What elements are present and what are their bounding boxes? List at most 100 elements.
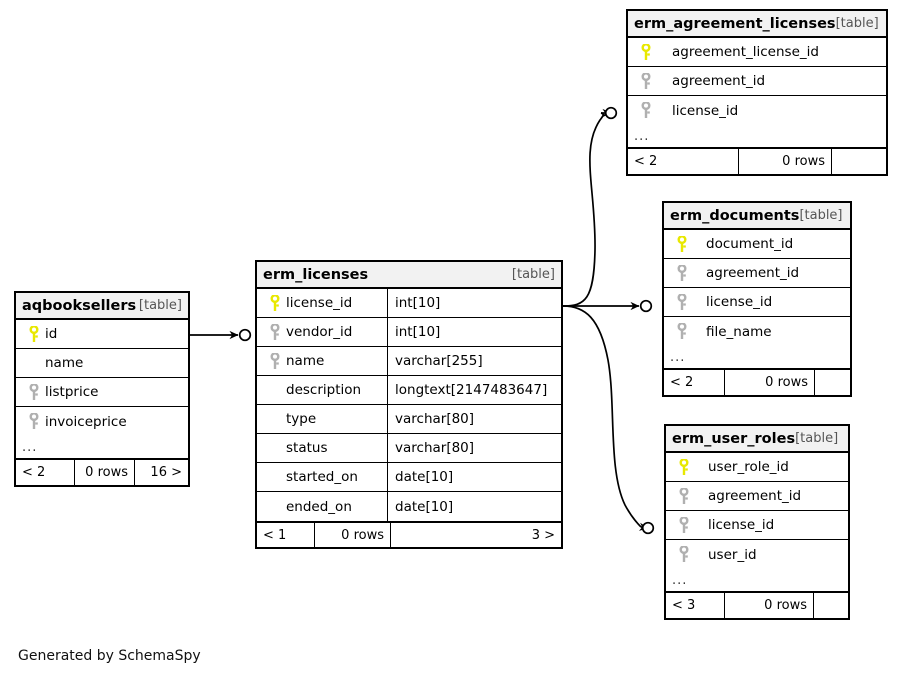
column-name: listprice (45, 384, 99, 400)
foreign-key-icon (264, 352, 286, 370)
table-erm-licenses[interactable]: erm_licenses [table] license_id int[10] … (255, 260, 563, 549)
table-row[interactable]: file_name (664, 317, 850, 346)
column-name: description (286, 382, 362, 398)
table-row[interactable]: agreement_id (664, 259, 850, 288)
table-row[interactable]: agreement_id (628, 67, 886, 96)
table-row[interactable]: type varchar[80] (257, 405, 561, 434)
table-title: erm_agreement_licenses (634, 15, 836, 32)
column-list: user_role_id agreement_id license_id (666, 453, 848, 569)
table-erm-documents[interactable]: erm_documents [table] document_id agreem… (662, 201, 852, 397)
table-row[interactable]: agreement_license_id (628, 38, 886, 67)
column-name: document_id (706, 236, 794, 252)
footer-row-count: 0 rows (724, 593, 813, 618)
column-name: license_id (672, 102, 739, 119)
table-row[interactable]: name varchar[255] (257, 347, 561, 376)
column-name: agreement_license_id (672, 44, 819, 60)
table-kind-label: [table] (138, 298, 182, 313)
table-row[interactable]: license_id (666, 511, 848, 540)
foreign-key-icon (635, 72, 657, 90)
table-title: aqbooksellers (22, 297, 137, 314)
footer-children-count[interactable]: 16 > (134, 460, 188, 485)
footer-row-count: 0 rows (314, 523, 390, 547)
footer-children-count[interactable] (814, 370, 850, 395)
table-row[interactable]: id (16, 320, 188, 349)
table-kind-label: [table] (835, 16, 879, 31)
primary-key-icon (264, 294, 286, 312)
footer-parents-count[interactable]: < 3 (672, 598, 696, 613)
column-type: varchar[80] (395, 440, 475, 456)
column-type: int[10] (395, 324, 441, 340)
edge-aqbooksellers-to-erm-licenses (190, 328, 252, 342)
table-footer: < 2 0 rows 16 > (16, 459, 188, 485)
table-row[interactable]: user_role_id (666, 453, 848, 482)
footer-parents-count[interactable]: < 2 (22, 465, 46, 480)
column-name: vendor_id (286, 324, 353, 340)
edge-erm-licenses-to-erm-documents (563, 299, 653, 313)
table-erm-user-roles[interactable]: erm_user_roles [table] user_role_id agre… (664, 424, 850, 620)
table-erm-agreement-licenses[interactable]: erm_agreement_licenses [table] agreement… (626, 9, 888, 176)
table-header: erm_documents [table] (664, 203, 850, 230)
table-title: erm_documents (670, 207, 800, 224)
table-header: aqbooksellers [table] (16, 293, 188, 320)
column-list: license_id int[10] vendor_id int[10] nam… (257, 289, 561, 521)
column-name: file_name (706, 323, 772, 340)
more-columns-indicator: ... (666, 569, 848, 592)
table-kind-label: [table] (795, 431, 839, 446)
table-footer: < 3 0 rows (666, 592, 848, 618)
table-kind-label: [table] (799, 208, 843, 223)
table-row[interactable]: agreement_id (666, 482, 848, 511)
footer-parents-count[interactable]: < 2 (670, 375, 694, 390)
table-kind-label: [table] (511, 267, 555, 282)
table-row[interactable]: invoiceprice (16, 407, 188, 436)
column-name: license_id (708, 517, 775, 533)
column-name: status (286, 440, 328, 456)
table-row[interactable]: started_on date[10] (257, 463, 561, 492)
column-type: date[10] (395, 498, 454, 515)
edge-erm-licenses-to-erm-user-roles (562, 305, 655, 535)
table-row[interactable]: status varchar[80] (257, 434, 561, 463)
footer-row-count: 0 rows (738, 149, 831, 174)
table-title: erm_user_roles (672, 430, 796, 447)
primary-key-icon (23, 325, 45, 343)
foreign-key-icon (673, 487, 695, 505)
foreign-key-icon (264, 323, 286, 341)
no-key-icon (23, 354, 45, 372)
foreign-key-icon (23, 413, 45, 431)
footer-children-count[interactable]: 3 > (390, 523, 561, 547)
table-row[interactable]: vendor_id int[10] (257, 318, 561, 347)
no-key-icon (264, 439, 286, 457)
footer-parents-count[interactable]: < 1 (263, 527, 287, 543)
foreign-key-icon (671, 264, 693, 282)
table-row[interactable]: license_id int[10] (257, 289, 561, 318)
table-row[interactable]: listprice (16, 378, 188, 407)
column-name: ended_on (286, 498, 352, 515)
table-aqbooksellers[interactable]: aqbooksellers [table] id name listprice (14, 291, 190, 487)
column-name: started_on (286, 469, 358, 485)
column-name: name (45, 355, 84, 371)
footer-children-count[interactable] (813, 593, 848, 618)
table-header: erm_user_roles [table] (666, 426, 848, 453)
table-row[interactable]: description longtext[2147483647] (257, 376, 561, 405)
footer-parents-count[interactable]: < 2 (634, 154, 658, 169)
table-row[interactable]: ended_on date[10] (257, 492, 561, 521)
column-name: user_id (708, 546, 757, 563)
foreign-key-icon (673, 516, 695, 534)
table-row[interactable]: user_id (666, 540, 848, 569)
column-type: date[10] (395, 469, 454, 485)
column-type: longtext[2147483647] (395, 382, 548, 398)
footer-children-count[interactable] (831, 149, 886, 174)
no-key-icon (264, 498, 286, 516)
column-name: agreement_id (708, 488, 802, 504)
table-row[interactable]: document_id (664, 230, 850, 259)
table-row[interactable]: license_id (664, 288, 850, 317)
more-columns-indicator: ... (664, 346, 850, 369)
primary-key-icon (635, 43, 657, 61)
column-name: license_id (706, 294, 773, 310)
foreign-key-icon (673, 546, 695, 564)
column-name: user_role_id (708, 459, 789, 475)
table-row[interactable]: name (16, 349, 188, 378)
table-footer: < 2 0 rows (664, 369, 850, 395)
table-row[interactable]: license_id (628, 96, 886, 125)
more-columns-indicator: ... (628, 125, 886, 148)
column-name: type (286, 411, 317, 427)
